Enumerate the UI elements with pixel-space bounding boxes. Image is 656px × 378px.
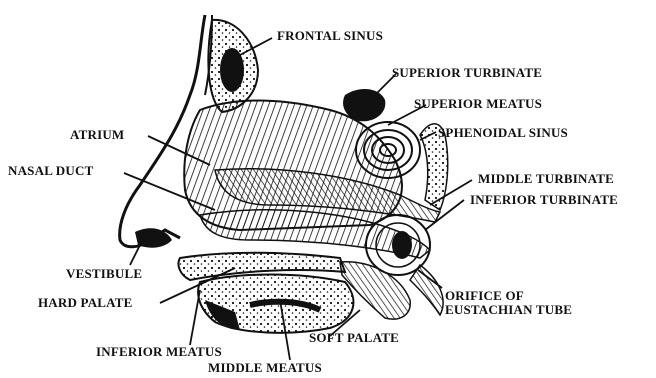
label-inferior-turbinate: INFERIOR TURBINATE (470, 193, 618, 207)
label-nasal-duct: NASAL DUCT (8, 164, 93, 178)
label-sphenoidal-sinus: SPHENOIDAL SINUS (438, 126, 568, 140)
label-superior-turbinate: SUPERIOR TURBINATE (392, 66, 542, 80)
label-superior-meatus: SUPERIOR MEATUS (414, 97, 542, 111)
label-soft-palate: SOFT PALATE (309, 331, 399, 345)
label-frontal-sinus: FRONTAL SINUS (277, 29, 383, 43)
label-orifice-line2: EUSTACHIAN TUBE (445, 303, 572, 317)
label-middle-turbinate: MIDDLE TURBINATE (478, 172, 614, 186)
label-inferior-meatus: INFERIOR MEATUS (96, 345, 222, 359)
label-orifice-line1: ORIFICE OF (445, 289, 524, 303)
label-middle-meatus: MIDDLE MEATUS (208, 361, 322, 375)
label-hard-palate: HARD PALATE (38, 296, 133, 310)
label-vestibule: VESTIBULE (66, 267, 142, 281)
label-atrium: ATRIUM (70, 128, 124, 142)
